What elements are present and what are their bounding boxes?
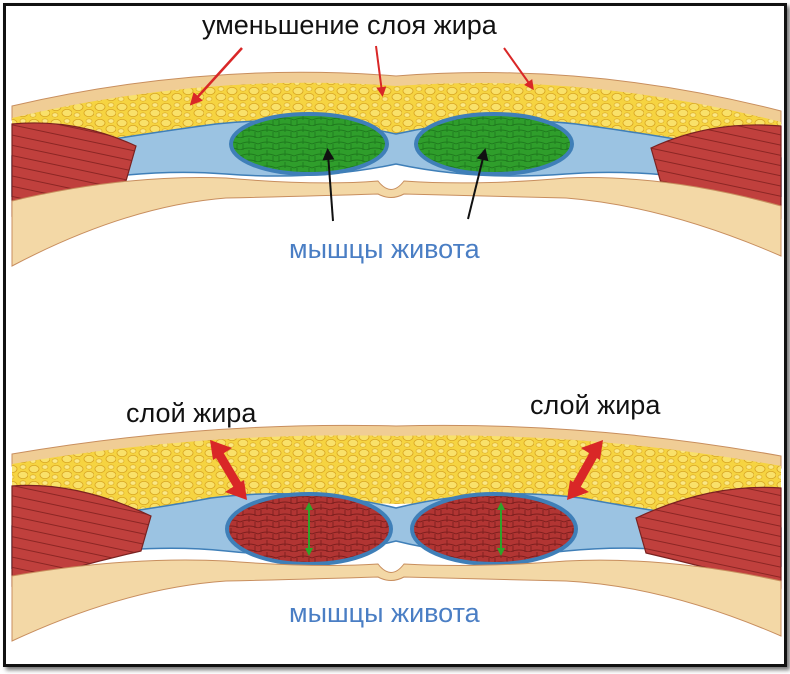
- top-cross-section-illustration: [11, 45, 782, 267]
- fat-reduction-label: уменьшение слоя жира: [202, 10, 497, 40]
- bottom-cross-section-illustration: [11, 424, 782, 642]
- fat-reduction-arrow-right: [503, 47, 534, 91]
- muscle-pointer-arrow-right: [467, 148, 489, 220]
- left-rectus-muscle-oval: [229, 112, 389, 176]
- diagram-frame: уменьшение слоя жира мышцы живота: [3, 3, 787, 667]
- fat-layer: [12, 82, 781, 176]
- fat-thickness-arrow-right: [567, 440, 603, 500]
- right-rectus-muscle-oval: [414, 112, 574, 176]
- bottom-cross-section-panel: слой жира слой жира мышцы живота: [6, 336, 784, 664]
- right-rectus-muscle-oval: [410, 492, 578, 566]
- top-cross-section-panel: уменьшение слоя жира мышцы живота: [6, 6, 784, 306]
- fat-layer-label-left: слой жира: [126, 398, 257, 428]
- top-muscles-label: мышцы живота: [289, 234, 480, 264]
- fat-reduction-arrow-left: [189, 47, 243, 106]
- bottom-muscles-label: мышцы живота: [289, 598, 480, 628]
- fat-reduction-arrow-middle: [375, 45, 387, 97]
- fat-layer-label-right: слой жира: [530, 390, 661, 420]
- muscle-pointer-arrow-left: [322, 148, 335, 222]
- fat-thickness-arrow-left: [210, 440, 247, 500]
